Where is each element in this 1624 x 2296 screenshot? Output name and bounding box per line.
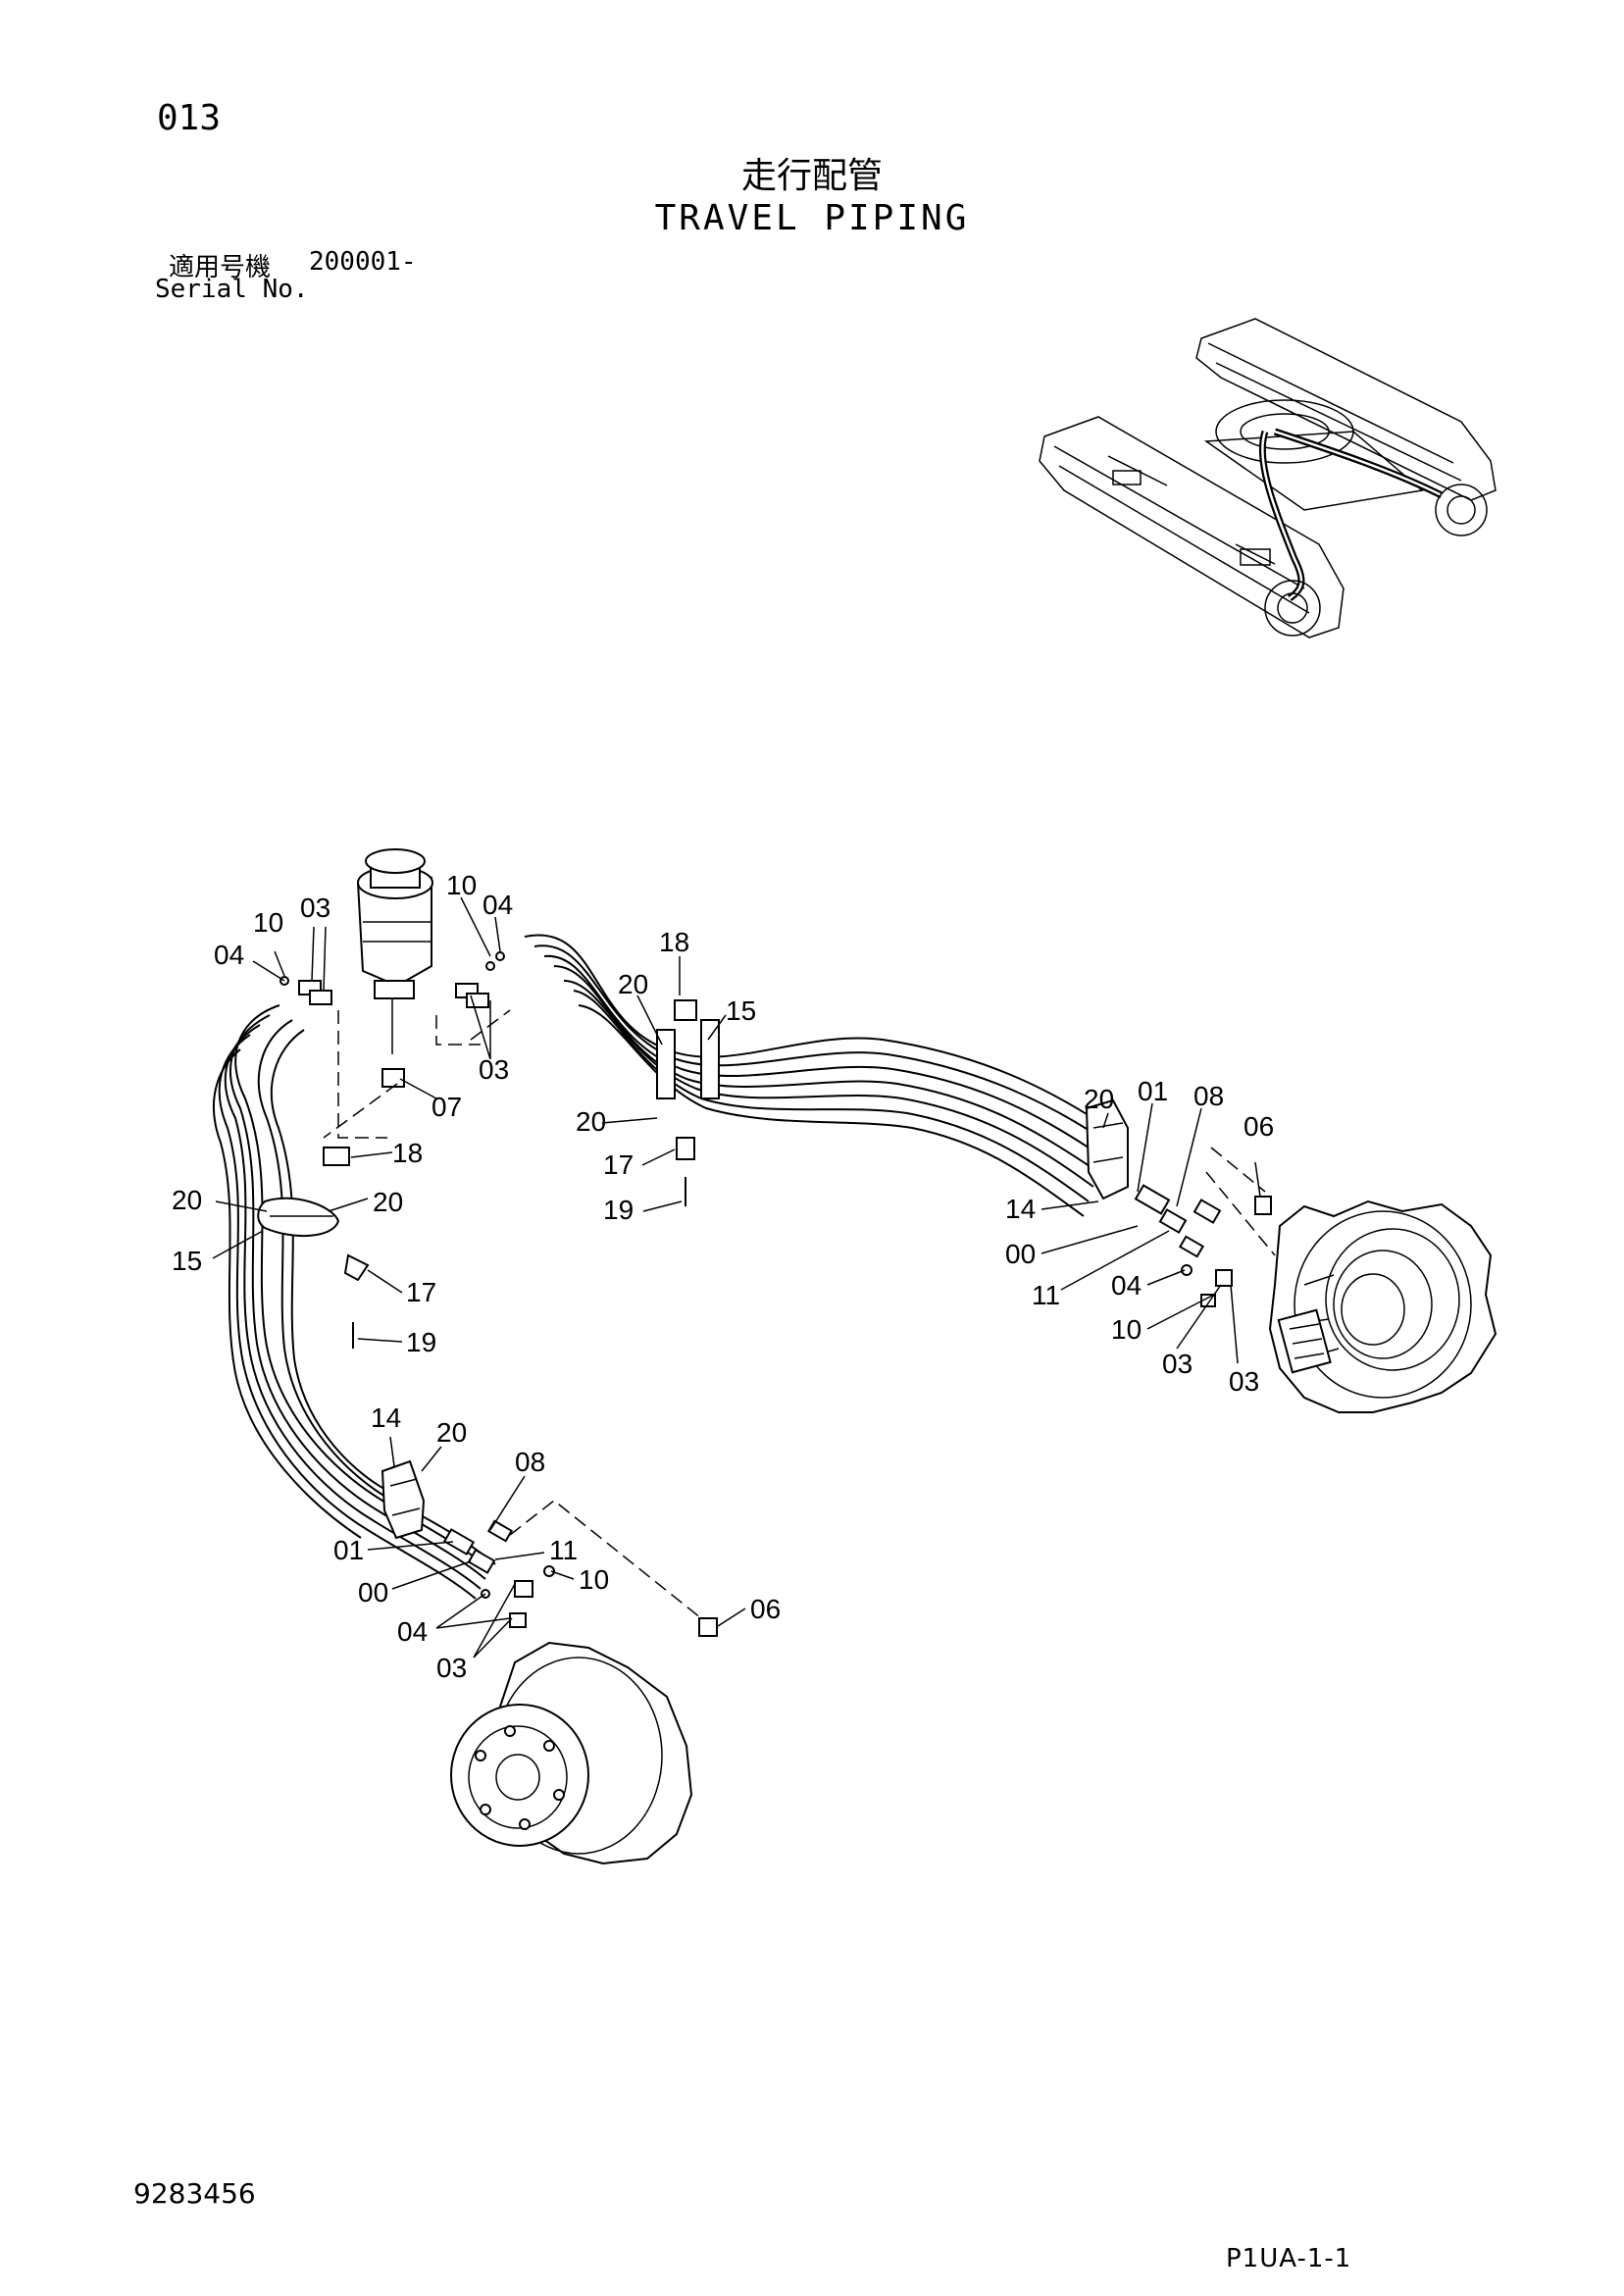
dashed-leader xyxy=(509,1500,702,1619)
page-number: 013 xyxy=(157,98,222,138)
callout-label: 00 xyxy=(1005,1239,1036,1269)
callout-label: 10 xyxy=(253,907,283,938)
callout-label: 03 xyxy=(436,1653,467,1683)
callout-label: 07 xyxy=(431,1092,462,1122)
leader-lines xyxy=(212,896,1261,1658)
callout-label: 20 xyxy=(436,1417,467,1448)
callout-label: 15 xyxy=(172,1246,202,1276)
clamp-upper-left xyxy=(257,1147,370,1349)
callout-label: 06 xyxy=(750,1594,781,1624)
callout-labels: 10 03 04 10 04 03 07 18 20 15 20 17 19 2… xyxy=(172,870,1274,1683)
center-fittings xyxy=(279,951,505,1088)
callout-label: 10 xyxy=(579,1564,609,1595)
dashed-leader xyxy=(1205,1147,1276,1256)
callout-label: 10 xyxy=(446,870,477,900)
callout-label: 01 xyxy=(333,1535,364,1565)
callout-label: 19 xyxy=(406,1327,436,1357)
callout-label: 06 xyxy=(1243,1111,1274,1142)
center-joint xyxy=(356,848,433,1054)
callout-label: 14 xyxy=(1005,1194,1036,1224)
callout-label: 03 xyxy=(1229,1366,1259,1397)
clamp-right xyxy=(1085,1098,1129,1200)
callout-label: 17 xyxy=(603,1149,634,1180)
hose-bundle-right xyxy=(524,934,1109,1217)
callout-label: 04 xyxy=(397,1616,428,1647)
clamp-lower-left xyxy=(381,1459,426,1540)
callout-label: 01 xyxy=(1138,1076,1168,1106)
callout-label: 04 xyxy=(1111,1270,1142,1301)
serial-value: 200001- xyxy=(309,247,417,277)
callout-label: 03 xyxy=(300,893,330,923)
callout-label: 03 xyxy=(1162,1349,1193,1379)
callout-label: 17 xyxy=(406,1277,436,1307)
title-japanese: 走行配管 xyxy=(740,156,883,196)
callout-label: 20 xyxy=(1084,1084,1114,1114)
callout-label: 11 xyxy=(1032,1280,1060,1310)
callout-label: 00 xyxy=(358,1577,388,1607)
drawing-number: 9283456 xyxy=(133,2177,256,2210)
callout-label: 03 xyxy=(479,1054,509,1085)
callout-label: 08 xyxy=(1193,1081,1224,1111)
callout-label: 18 xyxy=(392,1138,423,1168)
dashed-leader xyxy=(337,1010,387,1139)
travel-motor-right xyxy=(1268,1199,1497,1413)
fittings-lower-motor xyxy=(442,1519,718,1637)
overview-thumbnail xyxy=(1039,318,1497,638)
serial-label-japanese: 適用号機 xyxy=(169,253,272,282)
callout-label: 20 xyxy=(172,1185,202,1215)
fittings-right-motor xyxy=(1134,1184,1272,1307)
callout-label: 19 xyxy=(603,1195,634,1225)
travel-motor-lower xyxy=(450,1641,693,1865)
page-code: P1UA-1-1 xyxy=(1226,2244,1352,2273)
clamp-mid xyxy=(656,999,720,1206)
callout-label: 20 xyxy=(373,1187,403,1217)
callout-label: 18 xyxy=(659,927,689,957)
callout-label: 15 xyxy=(726,995,756,1026)
callout-label: 10 xyxy=(1111,1314,1142,1345)
callout-label: 08 xyxy=(515,1447,545,1477)
callout-label: 20 xyxy=(576,1106,606,1137)
title-english: TRAVEL PIPING xyxy=(654,198,970,238)
callout-label: 14 xyxy=(371,1403,401,1433)
callout-label: 11 xyxy=(549,1535,578,1565)
dashed-leader xyxy=(435,1015,481,1046)
serial-label-english: Serial No. xyxy=(155,275,309,304)
callout-label: 04 xyxy=(482,890,513,920)
callout-label: 04 xyxy=(214,940,244,970)
callout-label: 20 xyxy=(618,969,648,999)
